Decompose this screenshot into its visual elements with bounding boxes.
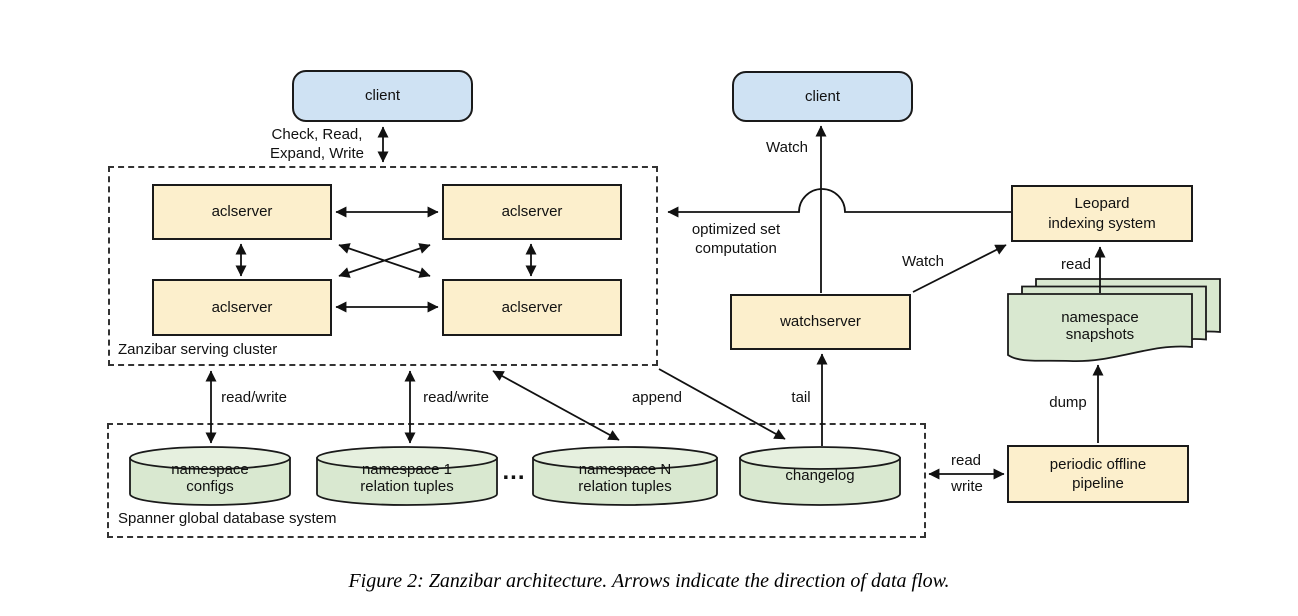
aclserver-box-2: aclserver [442,184,622,240]
namespace-snapshots-stack [1007,278,1221,362]
namespaceN-tuples-cylinder [532,446,718,506]
namespace-configs-label: namespace configs [171,461,249,495]
zanzibar-serving-cluster-box [108,166,658,366]
figure-caption: Figure 2: Zanzibar architecture. Arrows … [348,570,950,592]
optimized-set-computation-label: optimized set computation [691,221,781,257]
write-pipeline-label: write [951,478,983,495]
changelog-cylinder [739,446,901,506]
append-label: append [631,389,683,406]
watch-leopard-label: Watch [902,253,944,270]
watch-client-label: Watch [766,139,808,156]
arrow-watch-leopard [912,244,1007,293]
arrow-aclserver-cross-2 [338,243,431,278]
arrow-readwrite-namespaceN [492,370,620,441]
read-snapshots-label: read [1060,256,1092,273]
client-left-box: client [292,70,473,122]
spanner-label: Spanner global database system [118,510,337,527]
aclserver-box-1: aclserver [152,184,332,240]
dump-label: dump [1049,394,1087,411]
changelog-label: changelog [785,467,855,484]
read-write-label-2: read/write [423,389,489,406]
aclserver-box-3: aclserver [152,279,332,336]
namespace-snapshots-label: namespace snapshots [1061,309,1139,343]
check-read-expand-write-label: Check, Read, Expand, Write [270,126,364,162]
tail-label: tail [791,389,811,406]
namespaceN-tuples-label: namespace N relation tuples [578,461,672,495]
aclserver-box-4: aclserver [442,279,622,336]
namespace1-tuples-label: namespace 1 relation tuples [360,461,454,495]
read-pipeline-label: read [950,452,982,469]
watchserver-box: watchserver [730,294,911,350]
namespace1-tuples-cylinder [316,446,498,506]
client-right-box: client [732,71,913,122]
periodic-offline-pipeline-box: periodic offline pipeline [1007,445,1189,503]
arrow-optimized-set-computation [667,188,1011,218]
leopard-indexing-box: Leopard indexing system [1011,185,1193,242]
namespace-configs-cylinder [129,446,291,506]
cylinder-ellipsis: ... [502,458,526,485]
read-write-label-1: read/write [221,389,287,406]
arrow-append-changelog [658,368,786,440]
zanzibar-cluster-label: Zanzibar serving cluster [118,341,278,358]
